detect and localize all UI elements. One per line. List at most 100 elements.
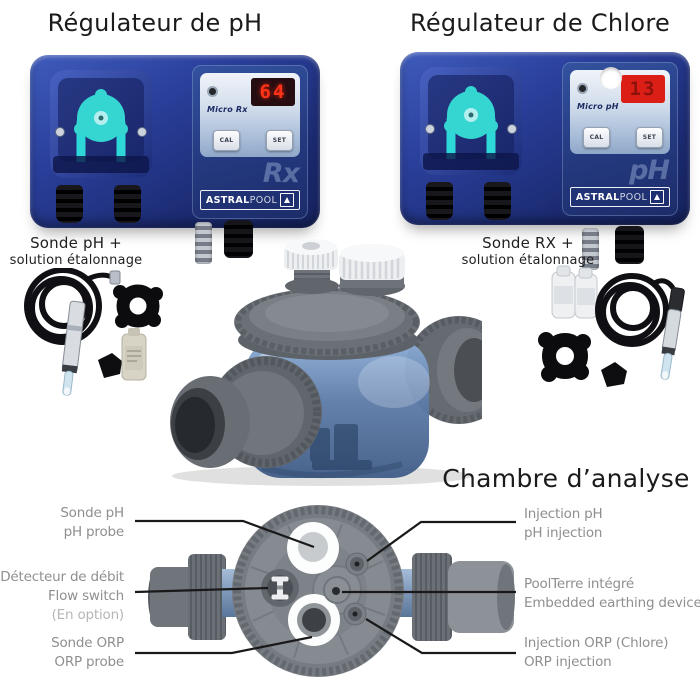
brand-name-sub: POOL [619, 191, 648, 203]
label-injection-ph-en: pH injection [524, 525, 603, 541]
rx-probe [660, 287, 685, 380]
label-flow-switch-note: (En option) [51, 607, 125, 623]
cable-gland-metal [195, 222, 212, 264]
astralpool-logo-mark-icon [280, 193, 295, 207]
flow-switch-port [261, 569, 299, 607]
alarm-led [579, 85, 586, 92]
ph-injection-port [345, 552, 369, 576]
leader-line-sonde-ph [135, 519, 315, 549]
left-union [170, 356, 322, 468]
cal-button: CAL [583, 127, 610, 148]
leader-line-sonde-orp [135, 635, 313, 655]
label-sonde-ph: Sonde pH pH probe [60, 504, 124, 542]
tube-fitting [56, 185, 83, 223]
orp-injection-port [343, 602, 367, 626]
coiled-cable [595, 273, 676, 347]
alarm-led [209, 88, 216, 95]
ph-probe-kit-image [24, 268, 163, 396]
label-flow-switch: Détecteur de débit Flow switch (En optio… [0, 568, 124, 625]
ph-regulator-title: Régulateur de pH [47, 9, 263, 37]
rx-probe-kit-label-line1: Sonde RX + [482, 234, 574, 252]
white-cap-large [339, 244, 405, 296]
leader-line-injection-orp [365, 618, 516, 655]
ph-probe-kit-label-line1: Sonde pH + [30, 234, 122, 252]
screw-icon [425, 124, 435, 134]
label-poolterre-en: Embedded earthing device [524, 595, 700, 611]
ph-probe [61, 300, 86, 396]
peristaltic-pump-head [48, 68, 154, 180]
model-label: Micro Rx [207, 105, 248, 114]
set-button: SET [636, 127, 663, 148]
mounting-hole [600, 67, 622, 89]
label-flow-switch-en: Flow switch [47, 588, 124, 604]
leader-line-injection-ph [366, 520, 516, 562]
rx-probe-kit-image [538, 265, 685, 387]
label-injection-ph: Injection pH pH injection [524, 505, 603, 543]
label-injection-orp-fr: Injection ORP (Chlore) [524, 635, 669, 651]
earthing-point [323, 576, 351, 604]
ph-probe-port [287, 522, 339, 574]
label-injection-ph-fr: Injection pH [524, 506, 603, 522]
rx-probe-kit-label: Sonde RX + solution étalonnage [428, 235, 628, 269]
injection-valve-fitting [601, 362, 627, 387]
calibration-bottles [551, 265, 598, 319]
orp-probe-port [288, 594, 340, 646]
clamp-collar [113, 284, 163, 328]
model-label: Micro pH [577, 102, 619, 111]
model-watermark: Rx [262, 158, 300, 189]
cable-gland-black [224, 220, 253, 258]
tube-fitting [484, 182, 511, 220]
tube-fitting [426, 182, 453, 220]
calibration-bottle [121, 328, 147, 381]
left-pipe-union [148, 554, 248, 640]
brand-name-main: ASTRAL [205, 194, 250, 206]
model-watermark: pH [629, 155, 670, 186]
label-sonde-orp: Sonde ORP ORP probe [51, 634, 124, 672]
brand-name-main: ASTRAL [575, 191, 620, 203]
tube-fitting [114, 185, 141, 223]
chamber-lid [234, 288, 420, 360]
seven-segment-display: 64 [251, 78, 295, 106]
cable-gland-metal [582, 228, 599, 270]
right-pipe-union [392, 553, 515, 641]
label-injection-orp: Injection ORP (Chlore) ORP injection [524, 634, 668, 672]
brand-name-sub: POOL [249, 194, 278, 206]
analysis-chamber-3d [170, 239, 482, 486]
cable-gland-black [615, 226, 644, 264]
screw-icon [55, 127, 65, 137]
rx-probe-kit-label-line2: solution étalonnage [461, 253, 595, 268]
pump-head-drawing [420, 67, 522, 175]
set-button: SET [266, 130, 293, 151]
label-sonde-orp-en: ORP probe [54, 654, 124, 670]
screw-icon [507, 124, 517, 134]
chlore-regulator-title: Régulateur de Chlore [409, 9, 671, 37]
chamber-top-view-diagram [134, 505, 516, 677]
ph-probe-kit-label-line2: solution étalonnage [9, 253, 143, 268]
bnc-connector [109, 270, 121, 285]
ph-probe-kit-label: Sonde pH + solution étalonnage [0, 235, 156, 269]
label-injection-orp-en: ORP injection [524, 654, 612, 670]
label-sonde-ph-fr: Sonde pH [60, 505, 124, 521]
white-cap-small [284, 239, 338, 270]
astralpool-logo-mark-icon [650, 190, 665, 204]
label-poolterre-fr: PoolTerre intégré [524, 576, 634, 592]
cal-button: CAL [213, 130, 240, 151]
injection-valve-fitting [98, 353, 122, 378]
label-sonde-orp-fr: Sonde ORP [51, 635, 124, 651]
pump-head-drawing [50, 70, 152, 178]
screw-icon [137, 127, 147, 137]
coiled-cable [24, 268, 113, 345]
peristaltic-pump-head [418, 65, 524, 177]
label-sonde-ph-en: pH probe [63, 524, 125, 540]
label-flow-switch-fr: Détecteur de débit [0, 569, 124, 585]
seven-segment-display: 13 [621, 75, 665, 103]
clamp-collar [538, 332, 591, 382]
leader-line-flow-switch [134, 586, 269, 594]
